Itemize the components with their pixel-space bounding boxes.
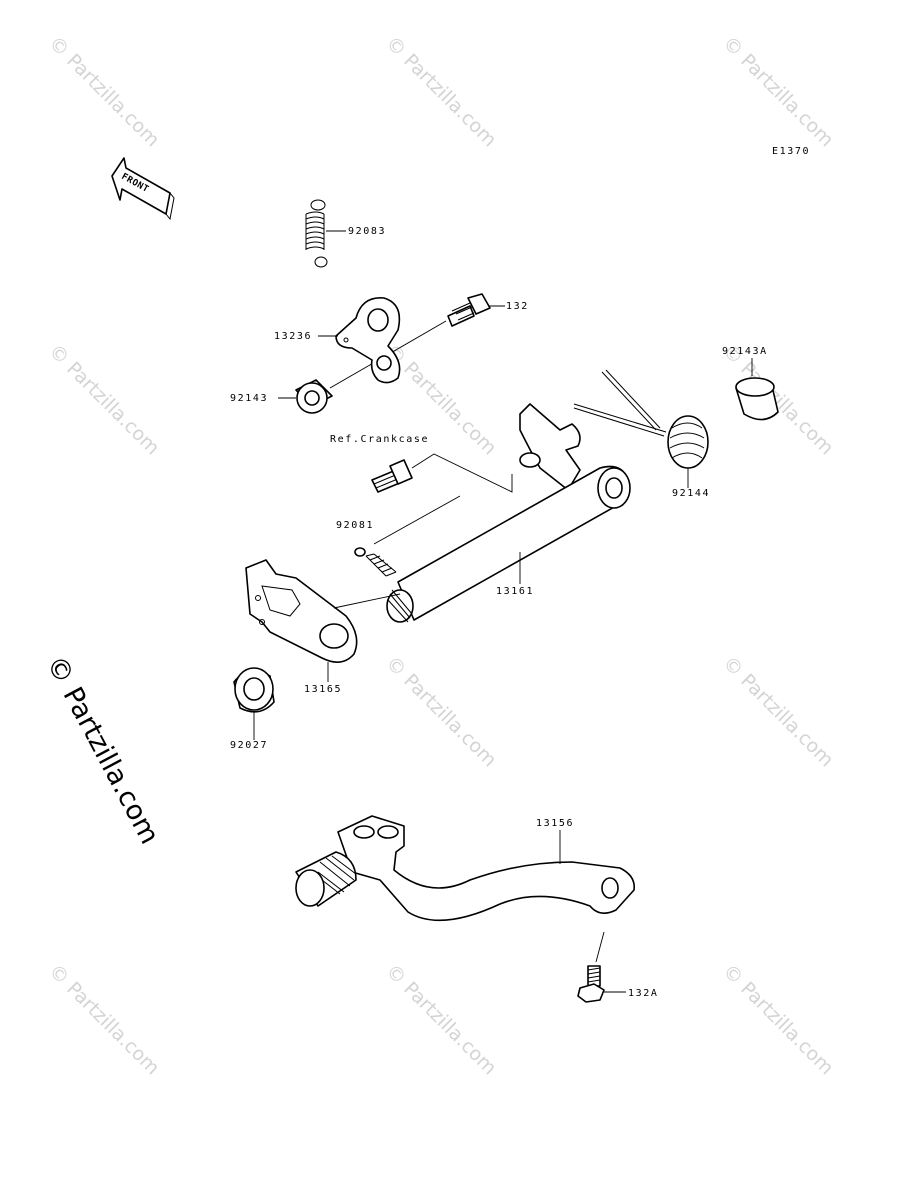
label-132: 132: [506, 301, 529, 312]
label-92144: 92144: [672, 488, 710, 499]
link-13236: [318, 297, 401, 384]
watermark: © Partzilla.com: [718, 960, 837, 1079]
watermark: © Partzilla.com: [44, 960, 163, 1079]
plate-13165: [245, 559, 401, 682]
spring-92083: [305, 199, 346, 268]
watermark: © Partzilla.com: [381, 960, 500, 1079]
spring-92144: [573, 369, 709, 488]
label-92143: 92143: [230, 393, 268, 404]
label-92083: 92083: [348, 226, 386, 237]
collar-92143A: [735, 358, 779, 421]
watermark: © Partzilla.com: [718, 652, 837, 771]
label-13165: 13165: [304, 684, 342, 695]
label-13236: 13236: [274, 331, 312, 342]
watermark: © Partzilla.com: [381, 32, 500, 151]
watermark: © Partzilla.com: [381, 652, 500, 771]
label-ref-crankcase: Ref.Crankcase: [330, 434, 429, 445]
pin-spring-92081: [354, 495, 461, 577]
watermark: © Partzilla.com: [718, 32, 837, 151]
label-92143A: 92143A: [722, 346, 768, 357]
watermark: © Partzilla.com: [44, 340, 163, 459]
diagram-code: E1370: [772, 146, 810, 157]
shaft-13161: [386, 403, 631, 623]
label-13156: 13156: [536, 818, 574, 829]
watermark: © Partzilla.com: [718, 340, 837, 459]
label-92027: 92027: [230, 740, 268, 751]
label-13161: 13161: [496, 586, 534, 597]
watermark-large: © Partzilla.com: [40, 651, 165, 850]
watermark: © Partzilla.com: [44, 32, 163, 151]
crankcase-stud: [371, 453, 513, 493]
label-132A: 132A: [628, 988, 658, 999]
label-92081: 92081: [336, 520, 374, 531]
pedal-13156: [295, 815, 636, 922]
bolt-132A: [577, 931, 626, 1003]
seal-92027: [233, 667, 275, 740]
collar-92143: [278, 379, 333, 414]
front-arrow-icon: FRONT: [111, 157, 175, 221]
